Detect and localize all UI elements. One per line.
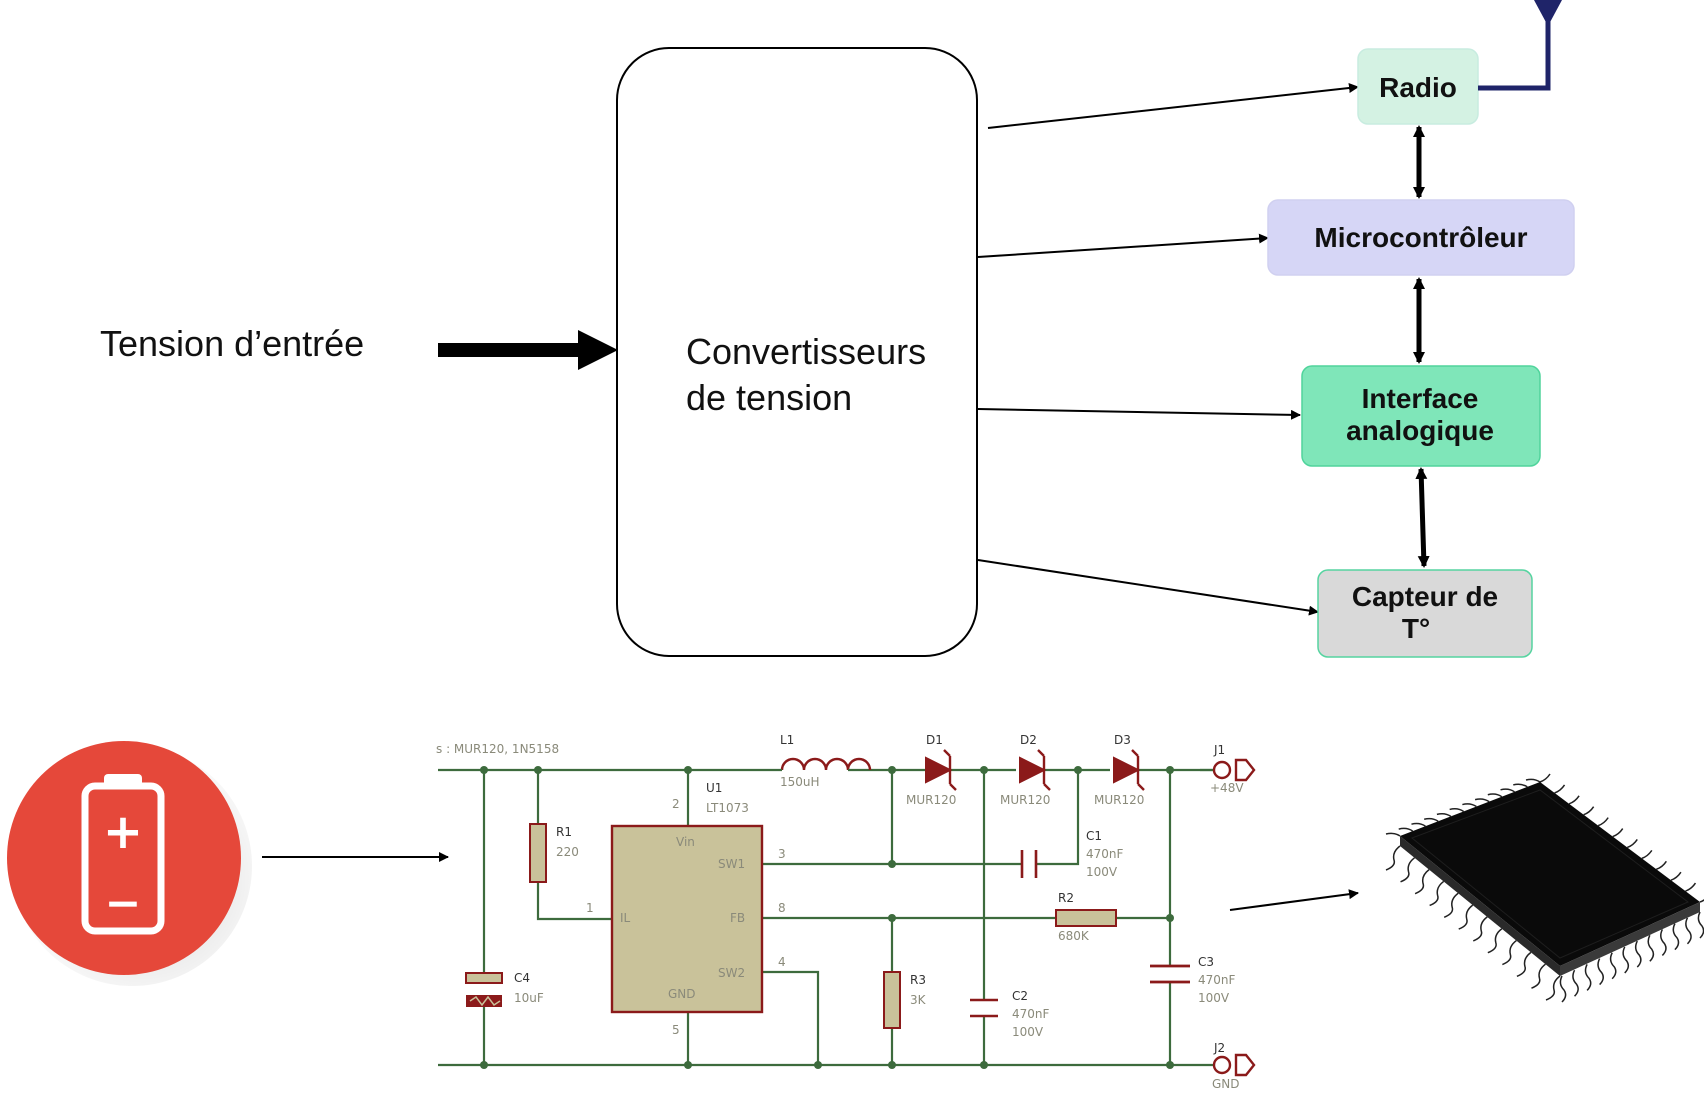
antenna-icon xyxy=(1478,0,1562,91)
connector-J2: J2 GND xyxy=(1212,1041,1256,1091)
ic-U1: U1 LT1073 Vin SW1 IL FB SW2 GND 2 3 1 8 … xyxy=(586,781,786,1037)
battery-icon: + − xyxy=(7,741,252,986)
U1-pin-gnd: GND xyxy=(668,987,696,1001)
analog-interface-label-line1: Interface xyxy=(1362,383,1479,414)
schematic-note: s : MUR120, 1N5158 xyxy=(436,742,559,756)
battery-minus-sign: − xyxy=(105,878,142,929)
U1-pinnum-sw1: 3 xyxy=(778,847,786,861)
microcontroller-label: Microcontrôleur xyxy=(1314,222,1527,253)
U1-pinnum-vin: 2 xyxy=(672,797,680,811)
arrow-circuit-to-chip xyxy=(1229,889,1359,911)
input-arrow xyxy=(438,330,618,370)
J2-ref: J2 xyxy=(1213,1041,1225,1055)
arrow-to-sensor xyxy=(977,559,1319,616)
J2-value: GND xyxy=(1212,1077,1240,1091)
analog-interface-block: Interface analogique xyxy=(1301,365,1541,467)
C4-ref: C4 xyxy=(514,971,530,985)
temperature-sensor-block: Capteur de T° xyxy=(1317,569,1533,658)
R2-ref: R2 xyxy=(1058,891,1074,905)
resistor-R3: R3 3K xyxy=(883,971,927,1029)
capacitor-C2: C2 470nF 100V xyxy=(970,989,1050,1039)
C1-value: 470nF xyxy=(1086,847,1124,861)
temperature-sensor-label-line2: T° xyxy=(1402,613,1430,644)
L1-ref: L1 xyxy=(780,733,794,747)
analog-interface-label-line2: analogique xyxy=(1346,415,1494,446)
U1-value: LT1073 xyxy=(706,801,749,815)
diode-D3: D3 MUR120 xyxy=(1094,733,1145,807)
C1-rating: 100V xyxy=(1086,865,1118,879)
capacitor-C3: C3 470nF 100V xyxy=(1150,955,1236,1005)
U1-pin-sw1: SW1 xyxy=(718,857,745,871)
D2-ref: D2 xyxy=(1020,733,1037,747)
U1-pinnum-gnd: 5 xyxy=(672,1023,680,1037)
R3-value: 3K xyxy=(910,993,927,1007)
D3-ref: D3 xyxy=(1114,733,1131,747)
arrow-to-analog xyxy=(977,408,1301,420)
U1-pin-il: IL xyxy=(620,911,631,925)
U1-pin-vin: Vin xyxy=(676,835,695,849)
U1-ref: U1 xyxy=(706,781,722,795)
C2-rating: 100V xyxy=(1012,1025,1044,1039)
C3-rating: 100V xyxy=(1198,991,1230,1005)
arrow-to-mcu xyxy=(977,233,1269,258)
C4-value: 10uF xyxy=(514,991,544,1005)
U1-pinnum-il: 1 xyxy=(586,901,594,915)
U1-pinnum-sw2: 4 xyxy=(778,955,786,969)
C1-ref: C1 xyxy=(1086,829,1102,843)
C2-ref: C2 xyxy=(1012,989,1028,1003)
D1-value: MUR120 xyxy=(906,793,956,807)
C2-value: 470nF xyxy=(1012,1007,1050,1021)
capacitor-C4: C4 10uF xyxy=(465,971,544,1007)
temperature-sensor-label-line1: Capteur de xyxy=(1352,581,1498,612)
U1-pinnum-fb: 8 xyxy=(778,901,786,915)
diode-D1: D1 MUR120 xyxy=(906,733,957,807)
connector-J1: J1 +48V xyxy=(1200,743,1256,795)
D1-ref: D1 xyxy=(926,733,943,747)
D3-value: MUR120 xyxy=(1094,793,1144,807)
J1-ref: J1 xyxy=(1213,743,1225,757)
voltage-converter-block xyxy=(616,47,978,657)
R1-ref: R1 xyxy=(556,825,572,839)
radio-block: Radio xyxy=(1357,48,1479,125)
resistor-R1: R1 220 xyxy=(529,823,579,883)
J1-value: +48V xyxy=(1210,781,1244,795)
C3-value: 470nF xyxy=(1198,973,1236,987)
microchip-icon xyxy=(1385,773,1704,1003)
resistor-R2: R2 680K xyxy=(1055,891,1117,943)
R1-value: 220 xyxy=(556,845,579,859)
R3-ref: R3 xyxy=(910,973,926,987)
U1-pin-fb: FB xyxy=(730,911,745,925)
radio-label: Radio xyxy=(1379,72,1457,103)
C3-ref: C3 xyxy=(1198,955,1214,969)
input-voltage-label: Tension d’entrée xyxy=(100,323,364,364)
boost-converter-schematic: s : MUR120, 1N5158 xyxy=(436,733,1256,1091)
capacitor-C1: C1 470nF 100V xyxy=(1020,829,1124,879)
inductor-L1: L1 150uH xyxy=(770,733,872,789)
U1-pin-sw2: SW2 xyxy=(718,966,745,980)
microcontroller-block: Microcontrôleur xyxy=(1267,199,1575,276)
converter-label-line2: de tension xyxy=(686,377,852,418)
battery-plus-sign: + xyxy=(103,804,143,860)
R2-value: 680K xyxy=(1058,929,1090,943)
bus-analog-sensor xyxy=(1415,467,1430,568)
converter-label-line1: Convertisseurs xyxy=(686,331,926,372)
diode-D2: D2 MUR120 xyxy=(1000,733,1051,807)
L1-value: 150uH xyxy=(780,775,820,789)
D2-value: MUR120 xyxy=(1000,793,1050,807)
arrow-to-radio xyxy=(987,83,1359,129)
